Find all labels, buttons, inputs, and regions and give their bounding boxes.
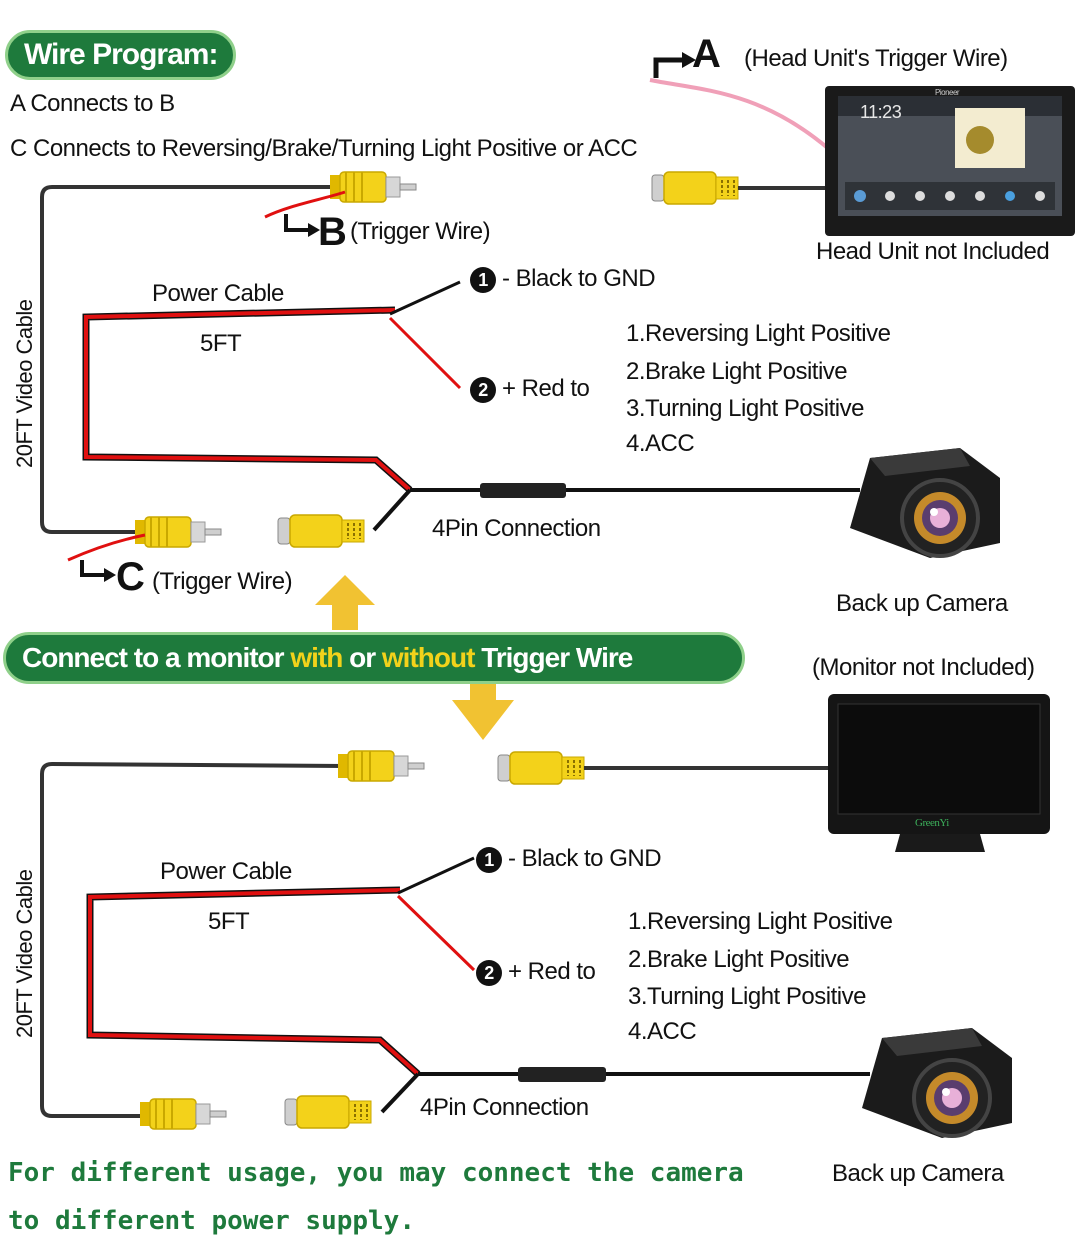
option-acc-bottom: 4.ACC [628,1018,697,1045]
head-unit-brand: Pioneer [935,88,960,97]
red-to-text: + Red to [508,958,596,985]
head-unit-note: Head Unit not Included [816,238,1050,265]
camera-label-bottom: Back up Camera [832,1160,1004,1187]
length-label-top: 5FT [200,330,242,357]
red-to-bottom: 2+ Red to [476,958,596,986]
rule-c-connects: C Connects to Reversing/Brake/Turning Li… [10,135,638,162]
monitor-brand: GreenYi [915,817,949,829]
wire-program-badge: Wire Program: [5,30,237,80]
banner-text-1: Connect to a monitor [22,642,291,673]
option-acc-top: 4.ACC [626,430,695,457]
option-turning-bottom: 3.Turning Light Positive [628,983,866,1010]
option-reversing-bottom: 1.Reversing Light Positive [628,908,893,935]
step-two-icon: 2 [470,376,496,403]
banner-with: with [290,642,343,673]
label-b-desc: (Trigger Wire) [350,218,491,245]
power-cable-label-top: Power Cable [152,280,284,307]
option-turning-top: 3.Turning Light Positive [626,395,864,422]
length-label-bottom: 5FT [208,908,250,935]
black-gnd-text: - Black to GND [502,265,656,292]
black-gnd-text: - Black to GND [508,845,662,872]
black-gnd-top: 1- Black to GND [470,265,656,293]
label-a: A [692,32,721,76]
step-two-icon: 2 [476,959,502,986]
option-brake-top: 2.Brake Light Positive [626,358,848,385]
footer-line-2: to different power supply. [8,1206,415,1236]
option-reversing-top: 1.Reversing Light Positive [626,320,891,347]
red-to-top: 2+ Red to [470,375,590,403]
red-to-text: + Red to [502,375,590,402]
video-cable-label-top: 20FT Video Cable [12,299,37,468]
camera-label-top: Back up Camera [836,590,1008,617]
option-brake-bottom: 2.Brake Light Positive [628,946,850,973]
power-cable-label-bottom: Power Cable [160,858,292,885]
step-one-icon: 1 [476,846,502,873]
monitor-banner: Connect to a monitor with or without Tri… [3,632,745,684]
label-c-desc: (Trigger Wire) [152,568,293,595]
rule-a-to-b: A Connects to B [10,90,175,117]
label-c: C [116,555,145,599]
footer-line-1: For different usage, you may connect the… [8,1158,744,1188]
pin-connection-top: 4Pin Connection [432,515,601,542]
banner-text-2: Trigger Wire [474,642,633,673]
step-one-icon: 1 [470,266,496,293]
label-b: B [318,210,347,254]
pin-connection-bottom: 4Pin Connection [420,1094,589,1121]
video-cable-label-bottom: 20FT Video Cable [12,869,37,1038]
banner-without: without [381,642,476,673]
head-unit-clock: 11:23 [860,102,902,122]
black-gnd-bottom: 1- Black to GND [476,845,662,873]
label-a-desc: (Head Unit's Trigger Wire) [744,45,1008,72]
monitor-note: (Monitor not Included) [812,654,1035,681]
banner-or: or [342,642,382,673]
